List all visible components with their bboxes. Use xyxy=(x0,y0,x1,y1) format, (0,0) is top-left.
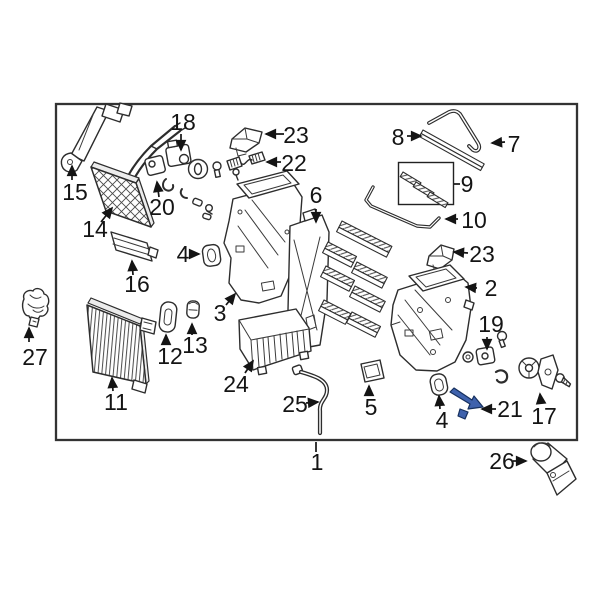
part-label[interactable]: 18 xyxy=(170,109,196,135)
callout-27[interactable]: 27 xyxy=(22,326,48,370)
part-label[interactable]: 19 xyxy=(478,311,504,337)
callout-8[interactable]: 8 xyxy=(392,124,423,150)
damper-seals-drawing xyxy=(318,220,393,338)
callout-25[interactable]: 25 xyxy=(282,391,320,417)
part-19-drawing xyxy=(462,330,509,384)
part-label[interactable]: 17 xyxy=(531,403,557,429)
part-label[interactable]: 16 xyxy=(124,271,150,297)
part-label[interactable]: 23 xyxy=(469,241,495,267)
callout-10[interactable]: 10 xyxy=(444,207,487,233)
callout-3[interactable]: 3 xyxy=(214,292,237,326)
part-label[interactable]: 6 xyxy=(310,182,323,208)
callout-2[interactable]: 2 xyxy=(464,275,498,301)
callout-14[interactable]: 14 xyxy=(82,206,114,242)
part-label[interactable]: 10 xyxy=(461,207,487,233)
callout-19[interactable]: 19 xyxy=(478,311,504,351)
callout-15[interactable]: 15 xyxy=(62,164,88,205)
part-25-drawing xyxy=(291,364,330,436)
callout-9[interactable]: 9 xyxy=(454,171,473,197)
part-13-drawing xyxy=(186,300,200,319)
part-4-right-drawing xyxy=(429,373,449,396)
part-10-drawing xyxy=(364,185,441,229)
part-26-drawing xyxy=(530,442,577,496)
part-label[interactable]: 12 xyxy=(157,343,183,369)
part-label[interactable]: 9 xyxy=(461,171,474,197)
part-label[interactable]: 2 xyxy=(485,275,498,301)
callout-4-left[interactable]: 4 xyxy=(177,241,201,267)
part-11-drawing xyxy=(86,297,157,394)
part-4-left-drawing xyxy=(201,243,222,267)
part-label[interactable]: 20 xyxy=(149,194,175,220)
callout-17[interactable]: 17 xyxy=(531,392,557,429)
part-label[interactable]: 3 xyxy=(214,300,227,326)
part-label[interactable]: 7 xyxy=(508,131,521,157)
callout-23-right[interactable]: 23 xyxy=(452,241,495,267)
callout-24[interactable]: 24 xyxy=(223,359,254,397)
part-23-top-drawing xyxy=(229,127,263,157)
part-label[interactable]: 14 xyxy=(82,216,108,242)
callout-4-right[interactable]: 4 xyxy=(434,394,449,433)
part-label[interactable]: 8 xyxy=(392,124,405,150)
part-22-drawing xyxy=(226,151,266,171)
part-label[interactable]: 26 xyxy=(489,448,515,474)
part-15-drawing xyxy=(60,102,133,173)
callout-20[interactable]: 20 xyxy=(149,180,175,220)
part-label[interactable]: 25 xyxy=(282,391,308,417)
part-label[interactable]: 23 xyxy=(283,122,309,148)
part-label[interactable]: 1 xyxy=(311,449,324,475)
part-17-drawing xyxy=(518,354,572,390)
part-24-drawing xyxy=(238,308,312,376)
part-12-drawing xyxy=(158,301,178,333)
part-label[interactable]: 13 xyxy=(182,332,208,358)
callout-11[interactable]: 11 xyxy=(104,376,128,415)
callout-18[interactable]: 18 xyxy=(170,109,196,152)
part-label[interactable]: 24 xyxy=(223,371,249,397)
small-fasteners-drawing xyxy=(162,158,240,221)
part-label[interactable]: 27 xyxy=(22,344,48,370)
callout-12[interactable]: 12 xyxy=(157,333,183,369)
part-18-drawing xyxy=(165,139,192,167)
part-27-drawing xyxy=(21,287,50,328)
callout-21[interactable]: 21 xyxy=(480,396,523,422)
part-label[interactable]: 21 xyxy=(497,396,523,422)
callout-5[interactable]: 5 xyxy=(363,384,378,420)
diagram-frame xyxy=(54,102,579,442)
part-9-drawing xyxy=(397,161,455,209)
part-2-drawing xyxy=(390,264,475,372)
callout-22[interactable]: 22 xyxy=(265,150,307,176)
callout-6[interactable]: 6 xyxy=(310,182,323,224)
part-label[interactable]: 22 xyxy=(281,150,307,176)
callout-1[interactable]: 1 xyxy=(311,442,324,475)
part-14-drawing xyxy=(90,161,155,228)
callouts: 15 18 23 22 8 7 9 10 xyxy=(22,109,557,475)
callout-7[interactable]: 7 xyxy=(490,131,521,157)
callout-23-top[interactable]: 23 xyxy=(264,122,309,148)
part-label[interactable]: 4 xyxy=(436,407,449,433)
part-label[interactable]: 15 xyxy=(62,179,88,205)
part-3-drawing xyxy=(223,170,303,304)
part-label[interactable]: 5 xyxy=(365,394,378,420)
part-label[interactable]: 4 xyxy=(177,241,190,267)
part-16-drawing xyxy=(110,231,159,262)
part-label[interactable]: 11 xyxy=(104,389,128,415)
part-20-drawing xyxy=(144,154,166,176)
callout-13[interactable]: 13 xyxy=(182,322,208,358)
callout-26[interactable]: 26 xyxy=(489,448,528,474)
part-7-drawing xyxy=(427,109,482,153)
part-5-drawing xyxy=(360,359,385,383)
part-21-highlight-drawing[interactable] xyxy=(449,387,484,420)
callout-16[interactable]: 16 xyxy=(124,259,150,297)
